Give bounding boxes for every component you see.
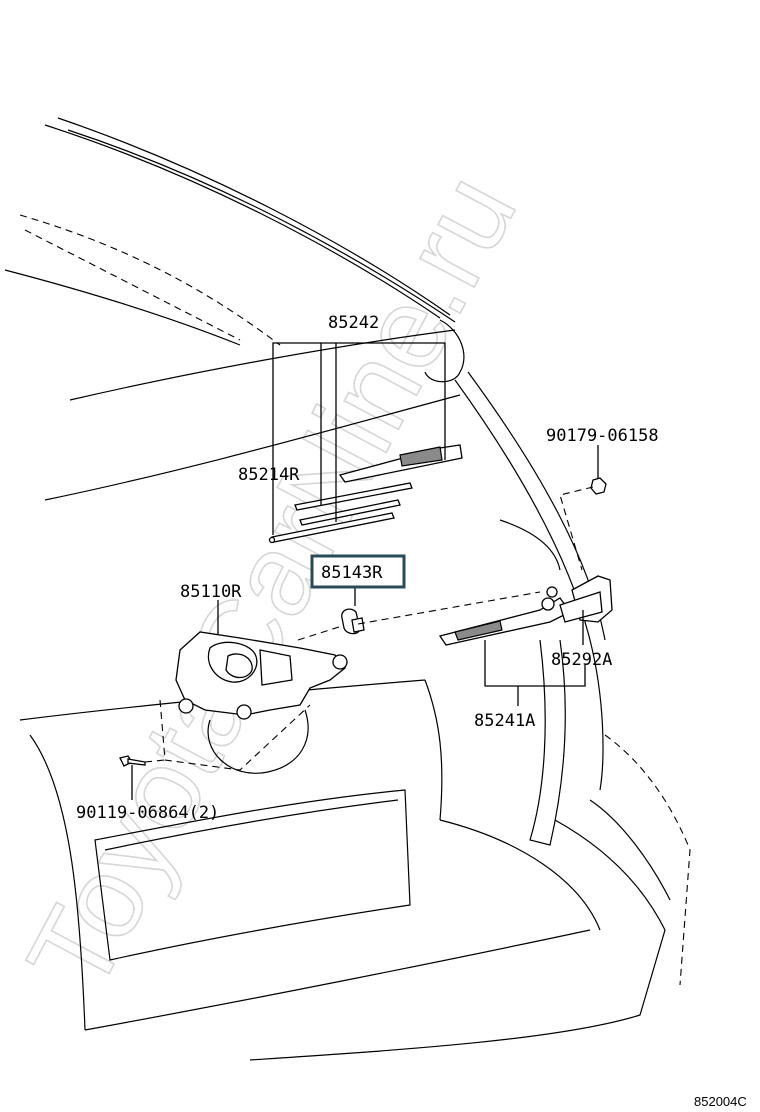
nut [590, 477, 607, 495]
diagram-code: 852004C [694, 1094, 747, 1109]
callout-85143R-box [310, 554, 406, 589]
callout-85110R: 85110R [180, 582, 242, 602]
leader-85242 [272, 342, 446, 535]
callout-85241A: 85241A [474, 711, 535, 731]
callout-90179-06158: 90179-06158 [546, 426, 659, 446]
callout-85242: 85242 [328, 313, 379, 333]
callout-90119-06864: 90119-06864(2) [76, 803, 219, 823]
callout-85292A: 85292A [551, 650, 612, 670]
callout-85143R: 85143R [321, 563, 383, 583]
bolt [119, 755, 146, 767]
wiper-cap [559, 575, 613, 623]
wiper-blade-assembly [268, 444, 463, 544]
callout-85214R: 85214R [238, 465, 300, 485]
leader-85241A [484, 640, 586, 687]
wiper-arm [438, 586, 571, 646]
grommet [341, 608, 365, 635]
wiper-motor [175, 631, 348, 774]
watermark-text: ToyotaCarNine.ru [2, 154, 541, 1012]
